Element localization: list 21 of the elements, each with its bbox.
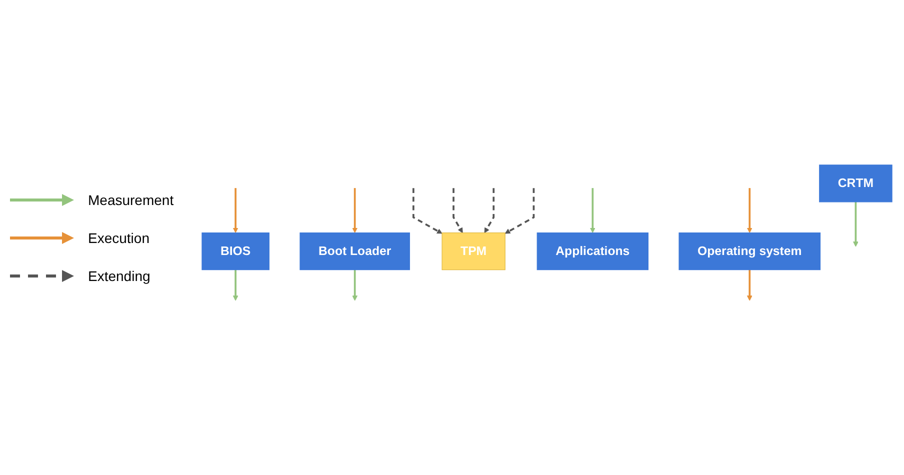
node-box: TPM bbox=[442, 232, 506, 270]
arrow bbox=[452, 188, 463, 234]
node-box: CRTM bbox=[819, 164, 892, 202]
arrow bbox=[504, 188, 535, 234]
arrow bbox=[232, 270, 238, 301]
arrow bbox=[352, 188, 358, 234]
arrow bbox=[590, 188, 596, 234]
arrow bbox=[746, 270, 752, 301]
arrow bbox=[746, 188, 752, 234]
arrow bbox=[853, 202, 858, 247]
arrow bbox=[484, 188, 495, 234]
node-box: BIOS bbox=[202, 232, 270, 270]
arrow bbox=[352, 270, 358, 301]
node-box: Applications bbox=[536, 232, 648, 270]
arrow bbox=[232, 188, 238, 234]
legend-label: Execution bbox=[88, 230, 150, 246]
legend-label: Measurement bbox=[88, 192, 174, 208]
node-box: Boot Loader bbox=[300, 232, 410, 270]
arrow bbox=[412, 188, 442, 234]
legend-label: Extending bbox=[88, 268, 150, 284]
node-box: Operating system bbox=[678, 232, 821, 270]
